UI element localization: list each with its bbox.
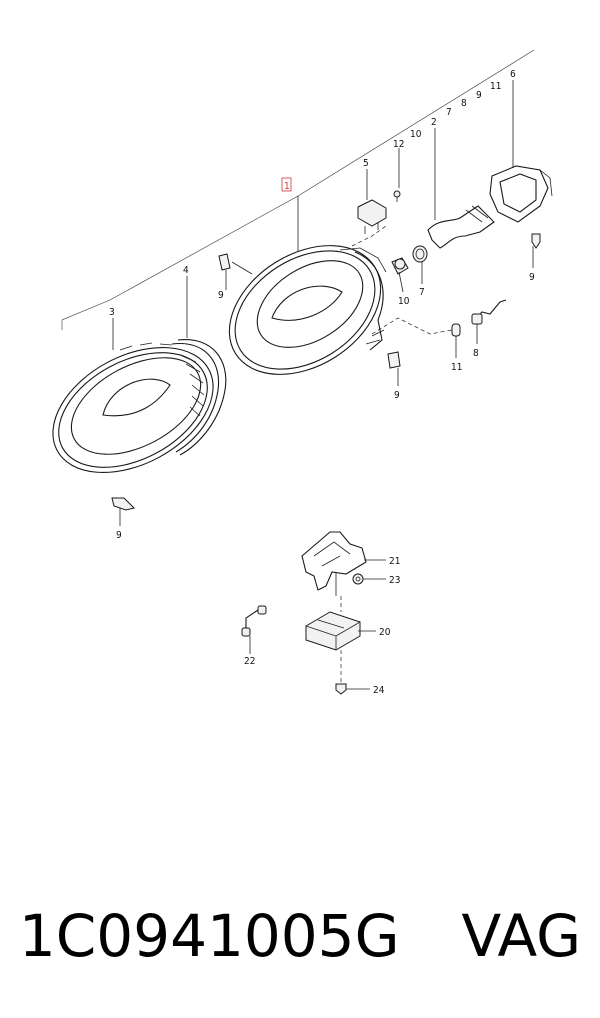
assembly-baseline: [61, 49, 535, 330]
callout-11: 11: [451, 362, 462, 373]
callout-10: 10: [398, 296, 410, 307]
callout-6: 6: [510, 69, 516, 80]
part-caption: 1C0941005G VAG: [0, 886, 600, 986]
part-number: 1C0941005G: [18, 902, 400, 970]
callout-labels: 1 2 3 4 5 6 7 7 8 8 9 9 9 9 9 10 10 11 1…: [109, 69, 535, 696]
part-9-clip: [387, 351, 401, 369]
callout-22: 22: [244, 656, 255, 667]
part-8-socket: [471, 299, 507, 325]
callout-23: 23: [389, 575, 400, 586]
callout-12: 12: [393, 139, 404, 150]
callout-24: 24: [373, 685, 385, 696]
leader-lines-lower: [249, 559, 386, 690]
callout-5: 5: [363, 158, 369, 169]
callout-1: 1: [284, 181, 290, 192]
callout-4: 4: [183, 265, 189, 276]
part-11-bulb: [451, 323, 461, 337]
callout-7: 7: [419, 287, 425, 298]
callout-9-lower-clip: 9: [394, 390, 400, 401]
brand-name: VAG: [461, 902, 582, 970]
callout-3: 3: [109, 307, 115, 318]
callout-8: 8: [473, 348, 479, 359]
part-3-headlight-lens: [52, 342, 214, 474]
callout-2: 2: [431, 117, 437, 128]
callout-21: 21: [389, 556, 400, 567]
callout-9-left-clip: 9: [218, 290, 224, 301]
part-1-headlight-housing: [228, 245, 387, 375]
part-4-seal: [171, 339, 227, 456]
part-24-screw: [335, 683, 347, 695]
part-6-cover: [489, 165, 553, 223]
callout-7-top: 7: [446, 107, 452, 118]
leader-lines-upper: [112, 80, 534, 526]
part-23-nut: [352, 573, 364, 585]
headlight-exploded-diagram: 1 2 3 4 5 6 7 7 8 8 9 9 9 9 9 10 10 11 1…: [52, 49, 553, 696]
part-9-clip: [531, 233, 541, 249]
part-9-clip: [111, 497, 135, 511]
part-7-cap: [412, 245, 428, 263]
callout-20: 20: [379, 627, 391, 638]
callout-8-top: 8: [461, 98, 467, 109]
part-10-bulb: [391, 257, 409, 275]
part-12-screw: [393, 190, 401, 202]
callout-10-top: 10: [410, 129, 422, 140]
callout-11-top: 11: [490, 81, 501, 92]
callout-9-top: 9: [476, 90, 482, 101]
callout-1-box: [281, 177, 292, 192]
part-2-connector: [427, 205, 495, 249]
part-5-bracket: [357, 199, 387, 234]
part-20-control-unit: [305, 611, 361, 651]
part-9-clip: [218, 253, 231, 271]
callout-9-bottom-clip: 9: [116, 530, 122, 541]
part-22-cable: [241, 605, 267, 637]
callout-9-right-clip: 9: [529, 272, 535, 283]
part-21-bracket: [301, 531, 367, 596]
